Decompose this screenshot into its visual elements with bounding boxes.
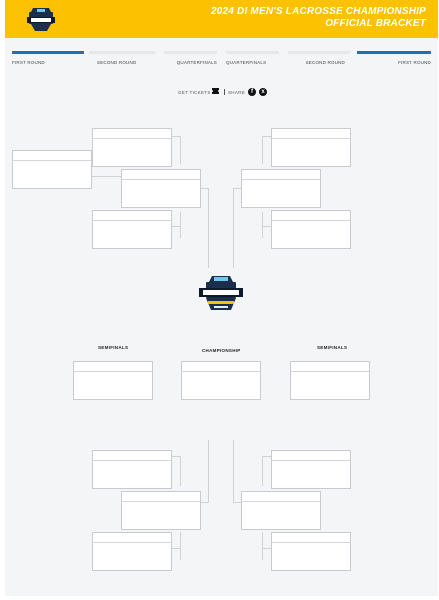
- round-label: QUARTERFINALS: [226, 60, 267, 65]
- team-divider: [13, 160, 91, 161]
- team-divider: [272, 460, 350, 461]
- matchup-second-round-3[interactable]: [271, 128, 351, 167]
- team-divider: [242, 179, 320, 180]
- team-divider: [272, 220, 350, 221]
- team-divider: [122, 179, 200, 180]
- round-indicator: [226, 51, 279, 54]
- actions-bar: GET TICKETS SHARE f x: [0, 87, 439, 97]
- championship-label: CHAMPIONSHIP: [202, 348, 241, 353]
- matchup-second-round-8[interactable]: [271, 532, 351, 571]
- team-divider: [272, 542, 350, 543]
- x-twitter-icon[interactable]: x: [259, 88, 267, 96]
- round-indicator: [357, 51, 431, 54]
- round-indicator: [12, 51, 84, 54]
- team-divider: [272, 138, 350, 139]
- ticket-icon[interactable]: [212, 88, 219, 94]
- team-divider: [93, 542, 171, 543]
- semifinals-label-right: SEMIFINALS: [317, 345, 348, 350]
- matchup-second-round-4[interactable]: [271, 210, 351, 249]
- title-line-1: 2024 DI MEN'S LACROSSE CHAMPIONSHIP: [211, 6, 426, 17]
- round-label: QUARTERFINALS: [176, 60, 217, 65]
- share-label: SHARE: [228, 90, 246, 95]
- header-banner: 2024 DI MEN'S LACROSSE CHAMPIONSHIP OFFI…: [5, 0, 438, 38]
- team-divider: [93, 460, 171, 461]
- round-indicator: [164, 51, 217, 54]
- round-label: FIRST ROUND: [398, 60, 431, 65]
- matchup-quarterfinal-1[interactable]: [121, 169, 201, 208]
- team-divider: [74, 371, 152, 372]
- semifinals-label-left: SEMIFINALS: [98, 345, 129, 350]
- round-label: SECOND ROUND: [305, 60, 345, 65]
- team-divider: [122, 501, 200, 502]
- matchup-second-round-5[interactable]: [92, 450, 172, 489]
- matchup-semifinal-1[interactable]: [73, 361, 153, 400]
- team-divider: [93, 138, 171, 139]
- round-indicator: [288, 51, 350, 54]
- bracket-title: 2024 DI MEN'S LACROSSE CHAMPIONSHIP OFFI…: [211, 6, 426, 30]
- team-divider: [93, 220, 171, 221]
- matchup-quarterfinal-3[interactable]: [121, 491, 201, 530]
- tab-second-round-left[interactable]: SECOND ROUND: [89, 51, 155, 71]
- team-divider: [182, 371, 260, 372]
- round-label: FIRST ROUND: [12, 60, 45, 65]
- tab-quarterfinals-left[interactable]: QUARTERFINALS: [164, 51, 217, 71]
- championships-logo-center: [199, 276, 243, 310]
- round-label: SECOND ROUND: [97, 60, 137, 65]
- championships-logo: [27, 8, 55, 31]
- get-tickets-link[interactable]: GET TICKETS: [178, 90, 211, 95]
- round-indicator: [89, 51, 155, 54]
- facebook-icon[interactable]: f: [248, 88, 256, 96]
- tab-first-round-left[interactable]: FIRST ROUND: [12, 51, 84, 71]
- matchup-second-round-7[interactable]: [271, 450, 351, 489]
- matchup-quarterfinal-2[interactable]: [241, 169, 321, 208]
- matchup-second-round-1[interactable]: [92, 128, 172, 167]
- matchup-second-round-2[interactable]: [92, 210, 172, 249]
- matchup-quarterfinal-4[interactable]: [241, 491, 321, 530]
- team-divider: [242, 501, 320, 502]
- team-divider: [291, 371, 369, 372]
- tab-second-round-right[interactable]: SECOND ROUND: [288, 51, 350, 71]
- matchup-semifinal-2[interactable]: [290, 361, 370, 400]
- divider: [224, 89, 225, 95]
- title-line-2: OFFICIAL BRACKET: [325, 18, 426, 29]
- matchup-championship[interactable]: [181, 361, 261, 400]
- matchup-second-round-6[interactable]: [92, 532, 172, 571]
- tab-quarterfinals-right[interactable]: QUARTERFINALS: [226, 51, 279, 71]
- matchup-first-round-1[interactable]: [12, 150, 92, 189]
- tab-first-round-right[interactable]: FIRST ROUND: [357, 51, 431, 71]
